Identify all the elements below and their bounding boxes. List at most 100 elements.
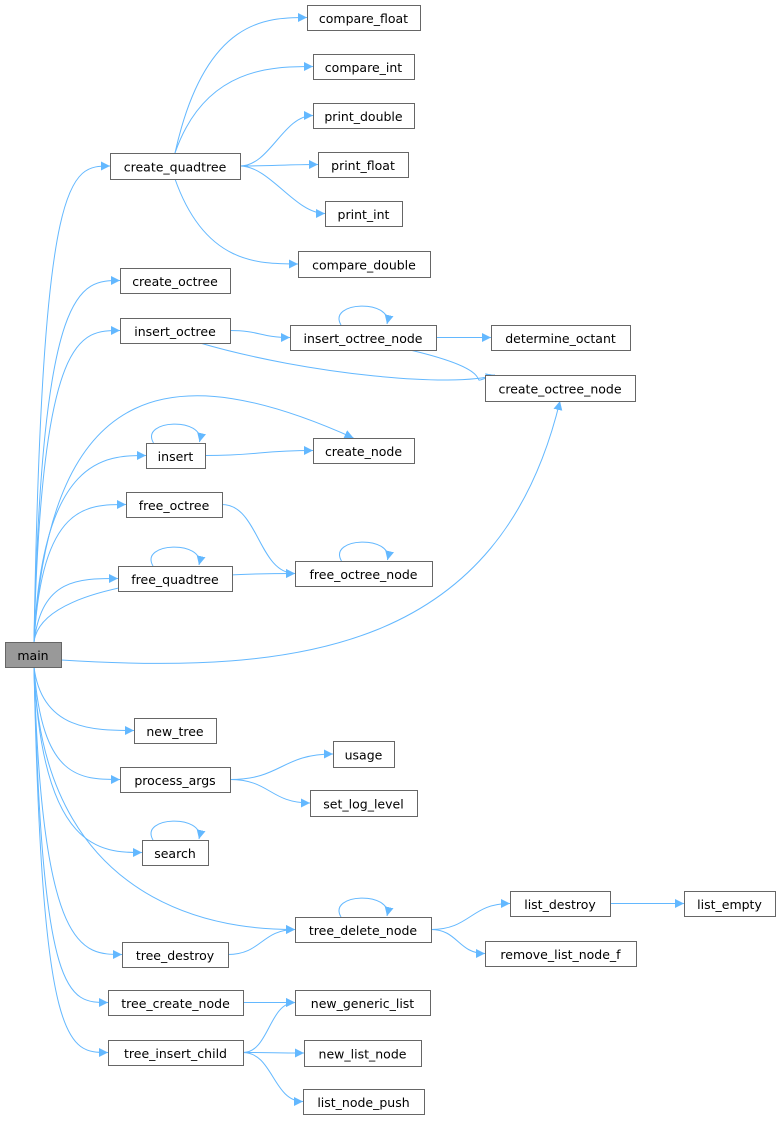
node-box — [120, 268, 231, 294]
node-insert[interactable]: insert — [146, 443, 206, 469]
edge-main-to-create-node — [33, 395, 354, 643]
node-label: new_generic_list — [311, 996, 415, 1011]
node-print-int[interactable]: print_int — [325, 201, 403, 227]
edge-main-to-new-tree — [33, 666, 135, 735]
node-label: insert_octree_node — [303, 331, 422, 346]
node-create-quadtree[interactable]: create_quadtree — [110, 153, 241, 180]
node-compare-float[interactable]: compare_float — [307, 5, 421, 31]
node-insert-octree-node[interactable]: insert_octree_node — [290, 325, 437, 351]
node-free-octree[interactable]: free_octree — [126, 492, 223, 518]
edge-tree-delete-node-to-list-destroy — [430, 899, 511, 930]
edge-main-to-tree-insert-child — [33, 666, 109, 1057]
node-box — [110, 153, 241, 180]
node-box — [313, 438, 415, 464]
node-list-destroy[interactable]: list_destroy — [510, 891, 611, 917]
node-list-node-push[interactable]: list_node_push — [303, 1089, 425, 1115]
node-box — [307, 5, 421, 31]
edge-main-to-insert — [33, 451, 147, 643]
node-box — [295, 990, 431, 1016]
edge-tree-insert-child-to-list-node-push — [242, 1052, 304, 1106]
edge-create-quadtree-to-print-float — [239, 160, 319, 170]
node-box — [120, 318, 231, 344]
edge-main-to-create-octree-node — [60, 400, 563, 664]
node-box — [333, 741, 395, 768]
node-insert-octree[interactable]: insert_octree — [120, 318, 231, 344]
node-box — [295, 917, 432, 943]
node-label: list_node_push — [317, 1095, 409, 1110]
node-determine-octant[interactable]: determine_octant — [491, 325, 631, 351]
edge-main-to-process-args — [33, 666, 121, 784]
node-label: print_double — [324, 109, 403, 124]
edge-main-to-create-quadtree — [33, 161, 111, 643]
edge-main-to-tree-create-node — [33, 666, 109, 1007]
node-box — [491, 325, 631, 351]
node-label: tree_create_node — [121, 996, 230, 1011]
node-label: search — [154, 846, 196, 861]
node-box — [485, 941, 637, 967]
node-compare-double[interactable]: compare_double — [298, 251, 431, 278]
node-box — [108, 1040, 244, 1066]
node-free-quadtree[interactable]: free_quadtree — [118, 566, 233, 592]
edge-create-quadtree-to-print-int — [239, 165, 326, 218]
node-new-list-node[interactable]: new_list_node — [304, 1040, 422, 1067]
node-print-double[interactable]: print_double — [313, 103, 415, 129]
node-box — [325, 201, 403, 227]
node-label: tree_insert_child — [124, 1046, 227, 1061]
edge-main-to-search — [33, 666, 143, 857]
node-label: insert_octree — [134, 324, 216, 339]
node-compare-int[interactable]: compare_int — [313, 54, 415, 80]
node-search[interactable]: search — [142, 840, 209, 866]
node-label: create_octree_node — [498, 382, 621, 397]
node-box — [122, 942, 229, 968]
node-box — [684, 891, 776, 917]
node-remove-list-node-f[interactable]: remove_list_node_f — [485, 941, 637, 967]
node-label: determine_octant — [505, 331, 616, 346]
edge-tree-insert-child-to-new-generic-list — [242, 998, 296, 1053]
node-label: new_tree — [146, 724, 204, 739]
node-box — [290, 325, 437, 351]
node-new-tree[interactable]: new_tree — [134, 718, 217, 744]
node-box — [310, 790, 418, 817]
node-label: set_log_level — [323, 797, 403, 812]
node-create-octree[interactable]: create_octree — [120, 268, 231, 294]
node-create-node[interactable]: create_node — [313, 438, 415, 464]
node-label: insert — [158, 449, 194, 464]
node-new-generic-list[interactable]: new_generic_list — [295, 990, 431, 1016]
node-box — [313, 54, 415, 80]
node-box — [303, 1089, 425, 1115]
node-main[interactable]: main — [5, 642, 62, 668]
node-box — [298, 251, 431, 278]
edge-insert-to-create-node — [204, 446, 314, 456]
edge-tree-delete-node-to-tree-delete-node — [338, 897, 394, 918]
node-label: tree_delete_node — [309, 923, 418, 938]
node-set-log-level[interactable]: set_log_level — [310, 790, 418, 817]
edge-main-to-free-quadtree — [33, 574, 119, 643]
edge-create-quadtree-to-compare-double — [174, 178, 299, 269]
edge-create-quadtree-to-compare-int — [174, 62, 314, 154]
node-tree-insert-child[interactable]: tree_insert_child — [108, 1040, 244, 1066]
node-label: tree_destroy — [136, 948, 215, 963]
node-box — [142, 840, 209, 866]
node-label: free_octree — [139, 498, 210, 513]
node-box — [120, 767, 231, 793]
edge-main-to-tree-destroy — [33, 666, 123, 959]
node-create-octree-node[interactable]: create_octree_node — [485, 375, 636, 402]
node-free-octree-node[interactable]: free_octree_node — [295, 561, 433, 587]
node-box — [510, 891, 611, 917]
node-tree-delete-node[interactable]: tree_delete_node — [295, 917, 432, 943]
node-print-float[interactable]: print_float — [318, 152, 409, 178]
node-label: remove_list_node_f — [500, 947, 621, 962]
edge-create-quadtree-to-compare-float — [174, 13, 308, 154]
node-process-args[interactable]: process_args — [120, 767, 231, 793]
node-list-empty[interactable]: list_empty — [684, 891, 776, 917]
node-label: list_destroy — [524, 897, 596, 912]
node-tree-create-node[interactable]: tree_create_node — [108, 990, 244, 1016]
edge-free-quadtree-to-free-quadtree — [150, 546, 206, 567]
node-usage[interactable]: usage — [333, 741, 395, 768]
edge-tree-insert-child-to-new-list-node — [242, 1048, 305, 1058]
node-label: create_octree — [132, 274, 218, 289]
edge-main-to-create-octree — [33, 276, 121, 643]
node-tree-destroy[interactable]: tree_destroy — [122, 942, 229, 968]
node-box — [295, 561, 433, 587]
